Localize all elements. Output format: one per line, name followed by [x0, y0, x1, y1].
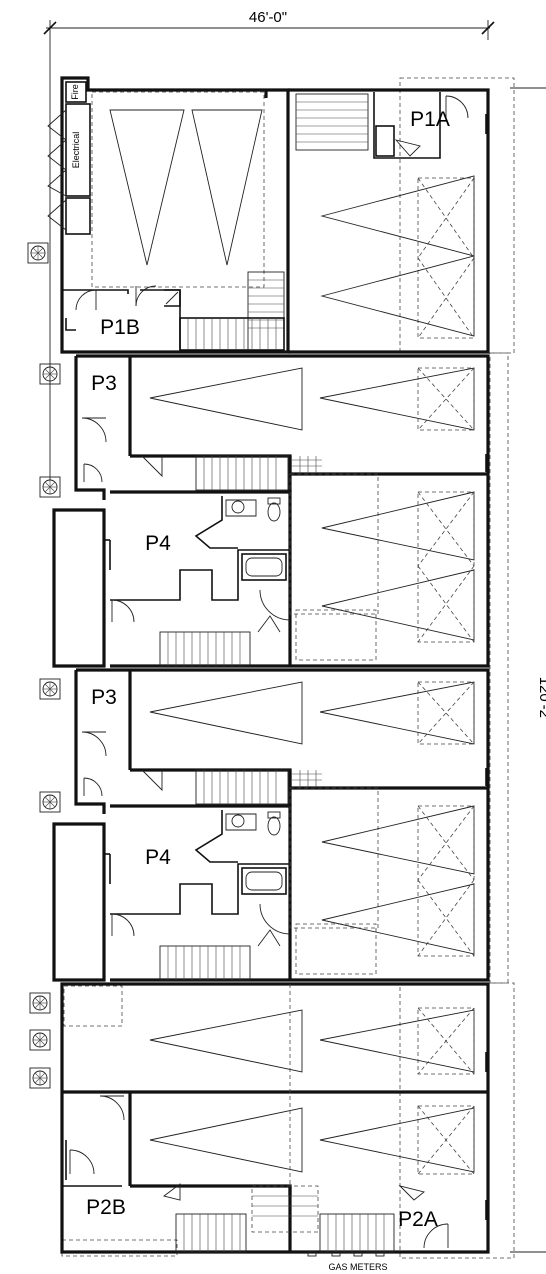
unit-label-p2b: P2B: [86, 1196, 126, 1219]
bathtub-icon: [245, 557, 283, 577]
unit-label-p4: P4: [145, 846, 171, 869]
unit-label-p2a: P2A: [398, 1208, 438, 1231]
ac-condenser-icon: [29, 1067, 51, 1089]
toilet-icon: [267, 816, 281, 836]
electrical-room-label: Electrical: [71, 132, 81, 169]
ac-condenser-icon: [39, 791, 61, 813]
building-block-2: [52, 668, 490, 982]
sink-icon: [231, 500, 245, 514]
dimension-length-label: 120'-2": [536, 677, 546, 724]
gas-meters-label: GAS METERS: [328, 1262, 387, 1272]
fire-room-label: Fire: [70, 84, 80, 100]
dimension-width: 46'-0": [43, 9, 495, 480]
gas-meters-icon: [307, 1251, 385, 1257]
stair: [179, 93, 369, 351]
ac-condenser-icon: [29, 1029, 51, 1051]
ac-condenser-icon: [27, 242, 49, 264]
ac-condenser-icon: [29, 992, 51, 1014]
building-top: Fire Electrical: [47, 76, 490, 354]
ac-condenser-icon: [39, 678, 61, 700]
ac-condenser-icon: [39, 363, 61, 385]
unit-label-p1a: P1A: [410, 108, 450, 131]
unit-label-p3: P3: [91, 372, 117, 395]
dimension-length: 120'-2": [510, 87, 546, 1253]
ac-condenser-icon: [39, 476, 61, 498]
building-block-1: [52, 354, 490, 668]
sink-icon: [231, 814, 245, 828]
ac-units: [27, 242, 61, 1089]
unit-label-p4: P4: [145, 532, 171, 555]
bathtub-icon: [245, 871, 283, 891]
toilet-icon: [267, 502, 281, 522]
unit-label-p1b: P1B: [100, 316, 140, 339]
unit-label-p3: P3: [91, 686, 117, 709]
building-bottom: [60, 982, 490, 1257]
dimension-width-label: 46'-0": [249, 9, 287, 26]
